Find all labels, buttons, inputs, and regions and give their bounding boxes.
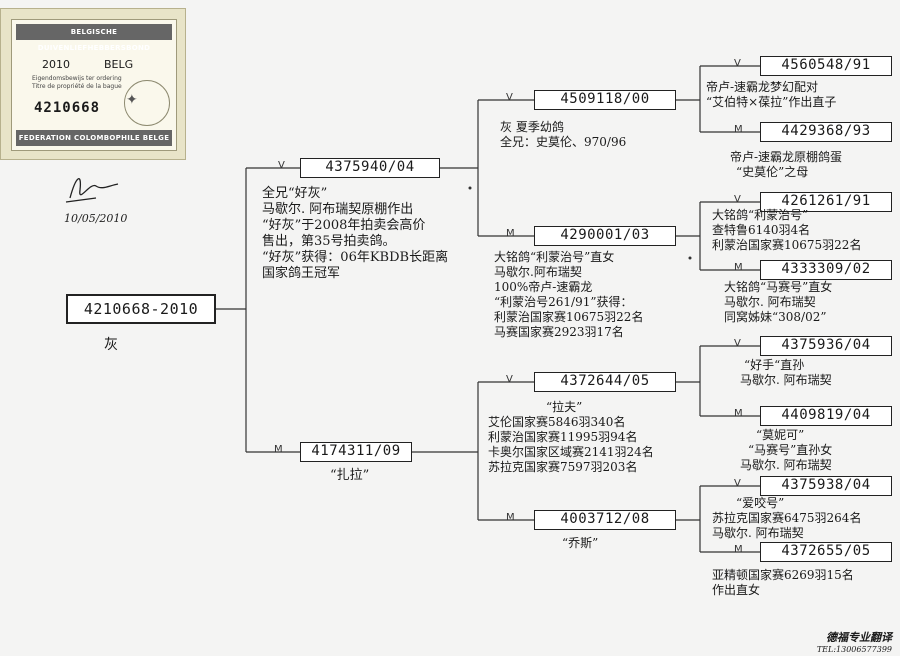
sdd-notes: 大铭鸽“马赛号”直女马歇尔. 阿布瑞契同窝姊妹“308/02” [724, 280, 833, 324]
female-symbol: M [734, 262, 743, 273]
dss-ring-box: 4375936/04 [760, 336, 892, 356]
ds-ring-box: 4372644/05 [534, 372, 676, 392]
dd-ring-box: 4003712/08 [534, 510, 676, 530]
ss-notes: 灰 夏季幼鸽全兄：史莫伦、970/96 [500, 120, 627, 149]
sds-ring-box: 4261261/91 [760, 192, 892, 212]
handwritten-signature: 10/05/2010 [64, 178, 127, 225]
sire-ring-box: 4375940/04 [300, 158, 440, 178]
stamp-number: 4210668 [34, 100, 101, 116]
sss-ring-box: 4560548/91 [760, 56, 892, 76]
stamp-year: 2010 [42, 58, 70, 71]
dsd-ring-box: 4409819/04 [760, 406, 892, 426]
ssd-notes: 帝卢-速霸龙原棚鸽蛋“史莫伦”之母 [730, 150, 843, 179]
female-symbol: M [734, 124, 743, 135]
dds-ring-box: 4375938/04 [760, 476, 892, 496]
stamp-seal [124, 80, 170, 126]
stamp-title: BELGISCHE DUIVENLIEFHEBBERSBOND [16, 24, 172, 52]
subject-color: 灰 [104, 337, 118, 353]
ddd-notes: 亚精顿国家赛6269羽15名作出直女 [712, 568, 854, 597]
stamp-line2: Titre de propriété de la bague [32, 83, 122, 90]
dds-notes: “爱咬号”苏拉克国家赛6475羽264名马歇尔. 阿布瑞契 [712, 496, 862, 540]
male-symbol: V [734, 338, 741, 349]
stamp-footer: FEDERATION COLOMBOPHILE BELGE [16, 130, 172, 146]
male-symbol: V [278, 160, 285, 171]
female-symbol: M [506, 512, 515, 523]
female-symbol: M [506, 228, 515, 239]
ddd-ring-box: 4372655/05 [760, 542, 892, 562]
stamp-line1: Eigendomsbewijs ter ordering [32, 75, 122, 82]
subject-ring-box: 4210668-2010 [66, 294, 216, 324]
female-symbol: M [734, 408, 743, 419]
ds-notes: “拉夫”艾伦国家赛5846羽340名利蒙治国家赛11995羽94名 卡奥尔国家区… [488, 400, 654, 474]
sdd-ring-box: 4333309/02 [760, 260, 892, 280]
sire-notes: 全兄“好灰”马歇尔. 阿布瑞契原棚作出“好灰”于2008年拍卖会高价 售出，第3… [262, 186, 449, 281]
male-symbol: V [506, 92, 513, 103]
dam-notes: “扎拉” [330, 468, 370, 483]
translator-brand: 德福专业翻译 [826, 631, 892, 644]
signature-date: 10/05/2010 [64, 212, 127, 225]
sss-notes: 帝卢-速霸龙梦幻配对“艾伯特×葆拉”作出直子 [706, 80, 837, 109]
dd-notes: “乔斯” [562, 536, 599, 550]
female-symbol: M [274, 444, 283, 455]
sds-notes: 大铭鸽“利蒙治号”查特鲁6140羽4名利蒙治国家赛10675羽22名 [712, 208, 862, 252]
ss-ring-box: 4509118/00 [534, 90, 676, 110]
translator-tel: TEL:13006577399 [816, 645, 892, 654]
pigeon-emblem-icon: ✦ [126, 92, 138, 108]
female-symbol: M [734, 544, 743, 555]
ring-certificate-stamp: BELGISCHE DUIVENLIEFHEBBERSBOND 2010 BEL… [0, 8, 186, 160]
male-symbol: V [734, 194, 741, 205]
male-symbol: V [734, 478, 741, 489]
dsd-notes: “莫妮可”“马赛号”直孙女马歇尔. 阿布瑞契 [740, 428, 833, 472]
ssd-ring-box: 4429368/93 [760, 122, 892, 142]
male-symbol: V [734, 58, 741, 69]
dam-ring-box: 4174311/09 [300, 442, 412, 462]
translator-footer: 德福专业翻译 TEL:13006577399 [817, 629, 892, 654]
male-symbol: V [506, 374, 513, 385]
sd-ring-box: 4290001/03 [534, 226, 676, 246]
dss-notes: “好手“直孙马歇尔. 阿布瑞契 [740, 358, 832, 387]
stamp-country: BELG [104, 58, 134, 71]
